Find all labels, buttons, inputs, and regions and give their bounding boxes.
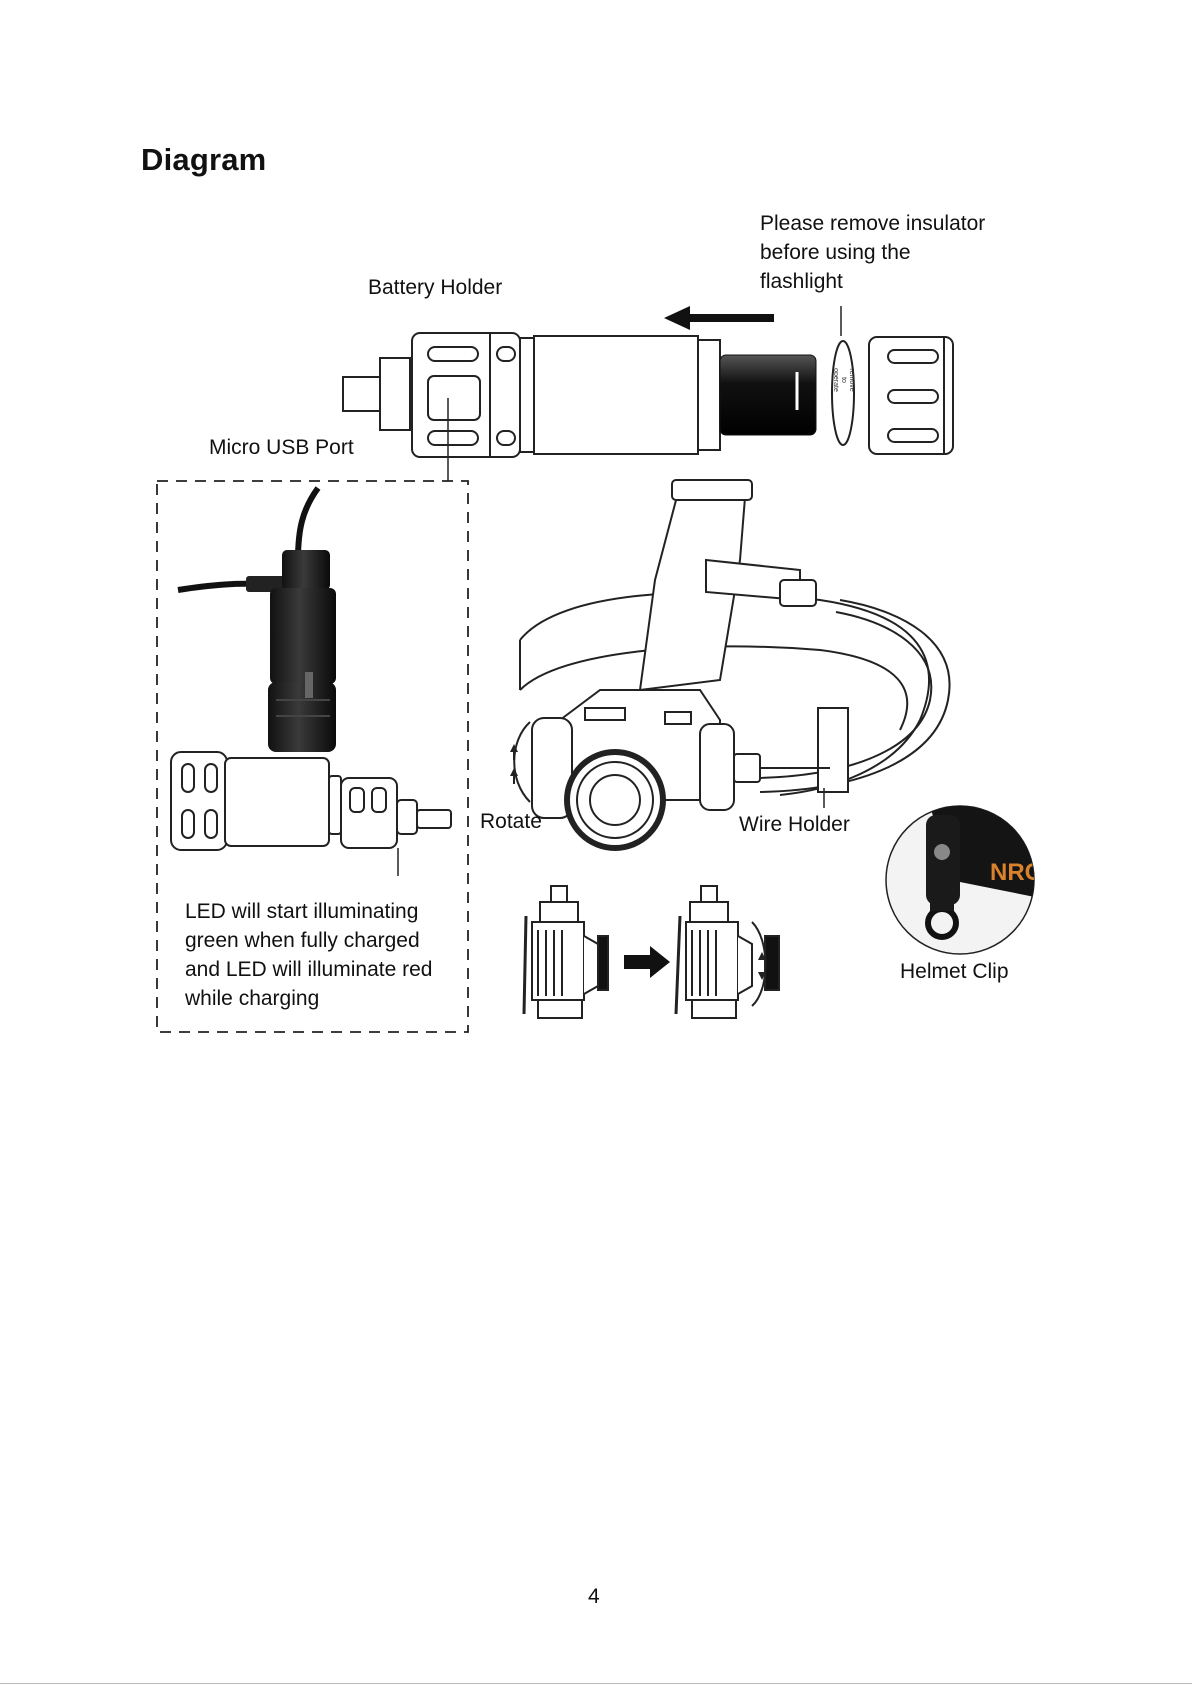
page-number: 4 bbox=[588, 1585, 600, 1609]
led-note-line-1: LED will start illuminating bbox=[185, 897, 432, 926]
insulator-note-line-3: flashlight bbox=[760, 267, 985, 296]
wire-holder-label: Wire Holder bbox=[739, 810, 850, 840]
led-charging-note: LED will start illuminating green when f… bbox=[185, 897, 432, 1013]
disc-text-1: remove bbox=[847, 363, 855, 397]
page-bottom-edge bbox=[0, 1683, 1192, 1684]
led-note-line-3: and LED will illuminate red bbox=[185, 955, 432, 984]
disc-text-3: operate bbox=[831, 363, 839, 397]
rotation-step-before bbox=[524, 886, 608, 1018]
helmet-clip-photo: NRC bbox=[886, 805, 1050, 954]
flashlight-side-view bbox=[171, 752, 451, 876]
helmet-clip-label: Helmet Clip bbox=[900, 957, 1009, 987]
battery-holder-label: Battery Holder bbox=[368, 273, 502, 303]
charging-flashlight-photo bbox=[178, 488, 336, 752]
disc-text-2: to bbox=[839, 363, 847, 397]
led-note-line-2: green when fully charged bbox=[185, 926, 432, 955]
insulator-note-line-2: before using the bbox=[760, 238, 985, 267]
insulator-note-line-1: Please remove insulator bbox=[760, 209, 985, 238]
rotation-arrow bbox=[624, 946, 670, 978]
remove-direction-arrow bbox=[664, 306, 774, 330]
insulator-disc-text: remove to operate bbox=[831, 363, 855, 397]
rotation-step-after bbox=[676, 886, 779, 1018]
rotate-indicator bbox=[510, 722, 530, 802]
battery-tube bbox=[720, 355, 816, 435]
rotate-label: Rotate bbox=[480, 807, 542, 837]
micro-usb-port-label: Micro USB Port bbox=[209, 433, 354, 463]
led-note-line-4: while charging bbox=[185, 984, 432, 1013]
insulator-note: Please remove insulator before using the… bbox=[760, 209, 985, 296]
tail-cap bbox=[869, 337, 953, 454]
battery-holder-assembly bbox=[343, 333, 720, 457]
